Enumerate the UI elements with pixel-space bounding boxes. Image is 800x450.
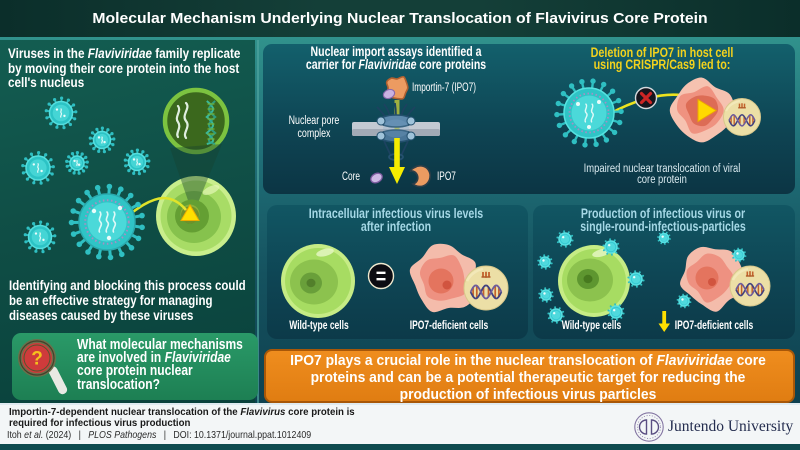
svg-text:?: ? <box>31 349 43 370</box>
